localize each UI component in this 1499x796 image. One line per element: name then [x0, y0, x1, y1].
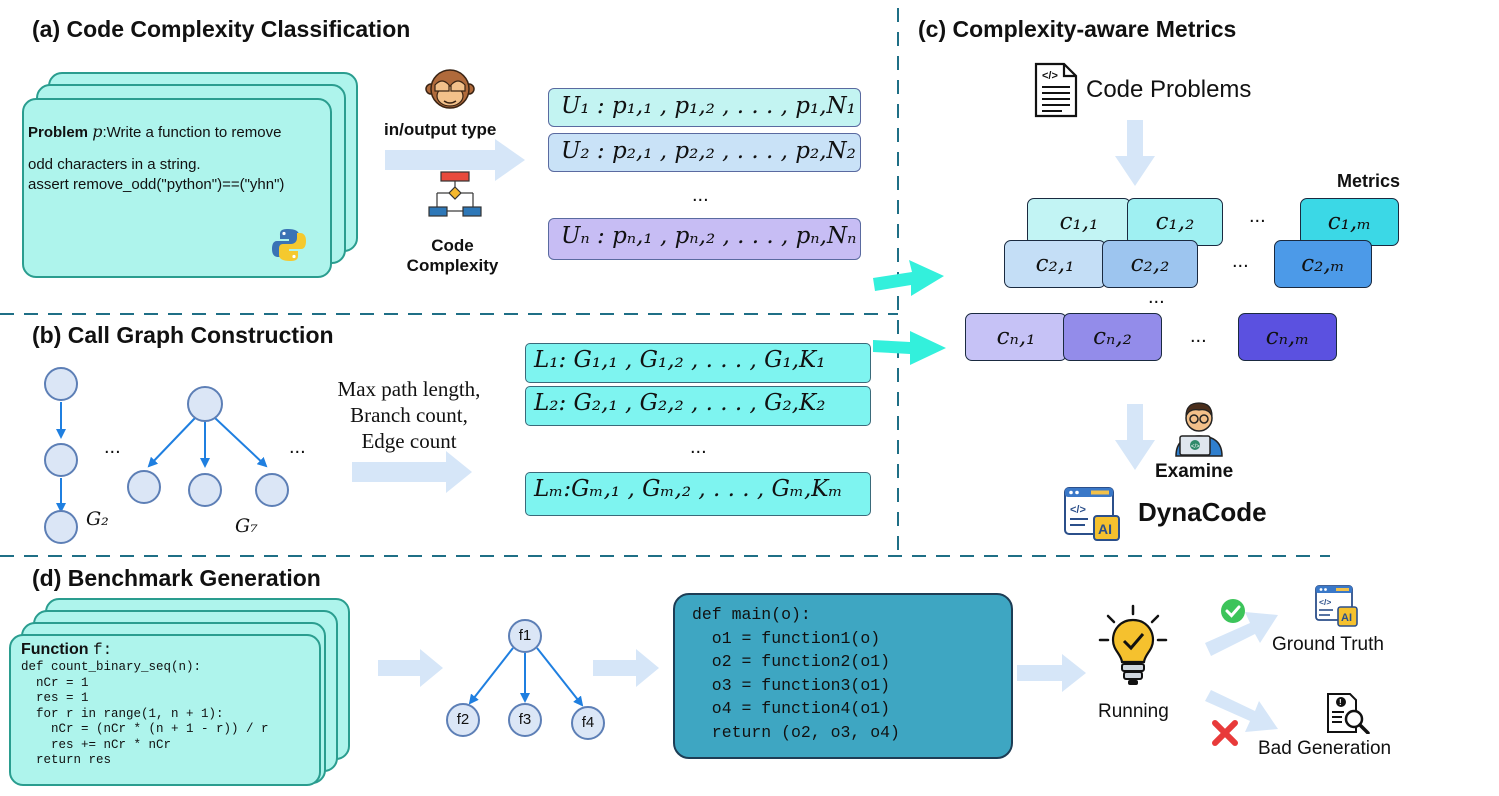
flowchart-icon	[428, 171, 482, 217]
graph-g2	[44, 367, 78, 544]
code-line: res = 1	[21, 691, 89, 705]
svg-text:</>: </>	[1191, 444, 1200, 450]
l-row-m: Lₘ:Gₘ,₁ , Gₘ,₂ , . . . , Gₘ,Kₘ	[525, 472, 871, 516]
criteria-max-path: Max path length,	[337, 377, 481, 401]
ground-truth-label: Ground Truth	[1272, 634, 1384, 655]
problem-line2: odd characters in a string.	[28, 156, 201, 173]
flow-arrows-light	[352, 120, 1278, 732]
svg-text:AI: AI	[1341, 612, 1352, 624]
code-problems-label: Code Problems	[1086, 76, 1252, 103]
python-logo-icon	[272, 229, 306, 261]
metric-c1m: c₁,ₘ	[1300, 198, 1399, 246]
function-label: Function	[21, 641, 89, 658]
u-row-n: Uₙ : pₙ,₁ , pₙ,₂ , . . . , pₙ,Nₙ	[548, 218, 861, 260]
metric-c2m: c₂,ₘ	[1274, 240, 1372, 288]
svg-text:AI: AI	[1098, 521, 1112, 537]
main-code-line: return (o2, o3, o4)	[692, 722, 900, 742]
examine-label: Examine	[1155, 461, 1234, 482]
metric-c11: c₁,₁	[1027, 198, 1131, 246]
criteria-branch: Branch count,	[350, 403, 468, 427]
code-complexity-line1: Code	[431, 236, 474, 255]
l-row-2: L₂: G₂,₁ , G₂,₂ , . . . , G₂,K₂	[525, 386, 871, 426]
l-row-1: L₁: G₁,₁ , G₁,₂ , . . . , G₁,K₁	[525, 343, 871, 383]
svg-text:!: !	[1339, 698, 1342, 707]
code-line: res += nCr * nCr	[21, 737, 172, 752]
function-var: f:	[93, 641, 113, 659]
graph-g7	[127, 386, 289, 507]
criteria-edge: Edge count	[361, 429, 457, 453]
code-line: nCr = (nCr * (n + 1 - r)) / r	[21, 722, 269, 736]
metric-c12: c₁,₂	[1127, 198, 1223, 246]
metric-cn2: cₙ,₂	[1063, 313, 1162, 361]
see-no-evil-monkey-icon	[425, 69, 475, 109]
programmer-icon: </>	[1175, 402, 1223, 457]
dynacode-brand: DynaCode	[1138, 497, 1267, 527]
section-c-title: (c) Complexity-aware Metrics	[918, 16, 1237, 42]
flow-arrows-cyan	[873, 260, 946, 365]
problem-card: Problem p:Write a function to remove odd…	[22, 98, 332, 278]
metric-c21: c₂,₁	[1004, 240, 1106, 288]
l-ellipsis: ...	[690, 436, 707, 458]
metrics-ellipsis-rows: ...	[1148, 286, 1165, 308]
section-a-title: (a) Code Complexity Classification	[32, 16, 411, 42]
problem-line3: assert remove_odd("python")==("yhn")	[28, 176, 285, 193]
svg-text:</>: </>	[1042, 70, 1058, 82]
graph-label-g2: G₂	[86, 508, 109, 530]
u-row-2: U₂ : p₂,₁ , p₂,₂ , . . . , p₂,N₂	[548, 133, 861, 172]
u-ellipsis: ...	[692, 184, 709, 206]
tree-node-f2: f2	[456, 711, 470, 728]
tree-node-f3: f3	[518, 711, 532, 728]
problem-label: Problem	[28, 124, 89, 141]
graph-ellipsis-1: ...	[104, 436, 121, 458]
main-code-line: o1 = function1(o)	[692, 628, 881, 648]
code-complexity-label: Code Complexity	[400, 236, 505, 276]
tree-node-f4: f4	[581, 714, 595, 731]
problem-var: p	[92, 122, 103, 141]
section-b-title: (b) Call Graph Construction	[32, 322, 334, 348]
main-code-line: o3 = function3(o1)	[692, 675, 891, 695]
metric-c22: c₂,₂	[1102, 240, 1198, 288]
main-code-line: o2 = function2(o1)	[692, 652, 891, 671]
function-card: Function f: def count_binary_seq(n): nCr…	[9, 634, 321, 786]
main-code-box: def main(o): o1 = function1(o) o2 = func…	[673, 593, 1013, 759]
lightbulb-icon	[1098, 604, 1168, 685]
metrics-ellipsis-3: ...	[1190, 325, 1207, 347]
svg-text:</>: </>	[1070, 504, 1086, 516]
metrics-ellipsis-2: ...	[1232, 250, 1249, 272]
metrics-label: Metrics	[1337, 171, 1401, 191]
ground-truth-app-icon: </> AI	[1315, 585, 1358, 627]
code-complexity-line2: Complexity	[406, 256, 499, 275]
report-search-icon: !	[1327, 693, 1370, 734]
code-line: for r in range(1, n + 1):	[21, 706, 224, 721]
u-row-1: U₁ : p₁,₁ , p₁,₂ , . . . , p₁,N₁	[548, 88, 861, 127]
io-type-label: in/output type	[384, 120, 497, 139]
dynacode-app-icon: </> AI	[1064, 487, 1120, 541]
code-line: return res	[21, 753, 112, 767]
section-d-title: (d) Benchmark Generation	[32, 565, 321, 591]
code-line: def count_binary_seq(n):	[21, 660, 202, 674]
metrics-ellipsis-1: ...	[1249, 205, 1266, 227]
metric-cn1: cₙ,₁	[965, 313, 1067, 361]
function-code: def count_binary_seq(n): nCr = 1 res = 1…	[21, 660, 319, 769]
running-label: Running	[1098, 701, 1169, 722]
code-document-icon: </>	[1034, 62, 1078, 118]
function-tree	[446, 619, 605, 740]
problem-line1: :Write a function to remove	[102, 124, 282, 141]
graph-criteria: Max path length, Branch count, Edge coun…	[314, 376, 504, 454]
code-line: nCr = 1	[21, 675, 89, 690]
graph-label-g7: G₇	[235, 515, 258, 537]
svg-text:</>: </>	[1319, 597, 1331, 607]
main-code-line: o4 = function4(o1)	[692, 699, 891, 718]
main-code-line: def main(o):	[692, 605, 811, 624]
tree-node-f1: f1	[518, 627, 532, 644]
metric-cnm: cₙ,ₘ	[1238, 313, 1337, 361]
graph-ellipsis-2: ...	[289, 436, 306, 458]
cross-icon	[1212, 720, 1238, 746]
bad-generation-label: Bad Generation	[1258, 738, 1392, 759]
check-circle-icon	[1221, 599, 1245, 623]
